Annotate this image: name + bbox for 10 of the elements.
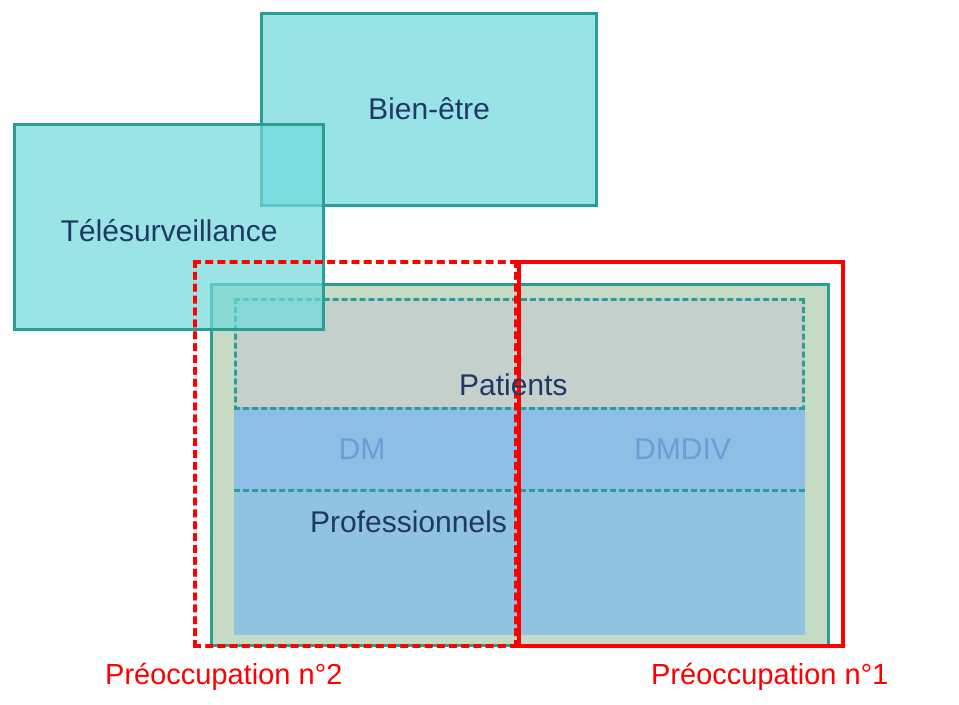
category-box [13, 123, 325, 331]
group-box [234, 492, 805, 635]
band-box [234, 407, 520, 492]
box-label: Télésurveillance [60, 214, 278, 250]
category-box [260, 12, 598, 207]
group-label: Professionnels [310, 505, 507, 541]
band-box [520, 407, 805, 492]
frame-heading: Préoccupation n°2 [105, 658, 342, 693]
frame-heading: Préoccupation n°1 [651, 658, 888, 693]
box-label: Bien-être [368, 92, 490, 128]
